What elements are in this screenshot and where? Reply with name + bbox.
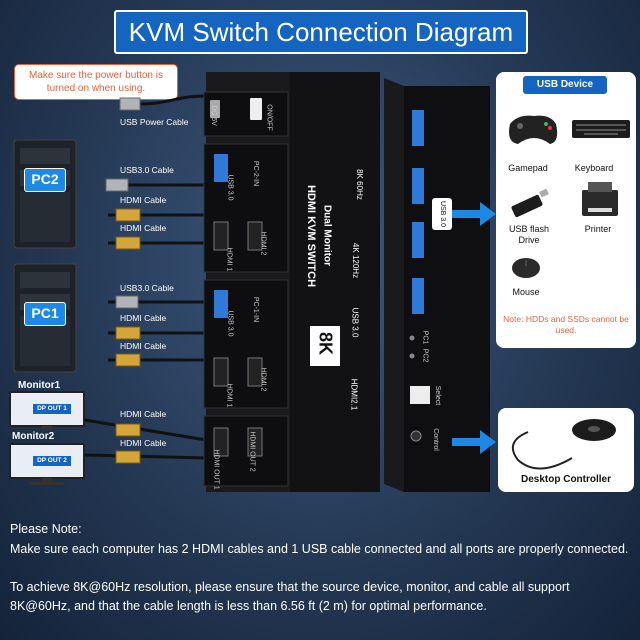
monitor2-hdmi-cable <box>84 450 207 464</box>
hdmi-out2-label: HDMI OUT 2 <box>248 431 256 472</box>
kvm-back <box>384 78 490 492</box>
spec-usb: USB 3.0 <box>350 307 360 338</box>
spec-4k: 4K 120Hz <box>351 242 361 279</box>
pc1-hdmi1-cable-label: HDMI Cable <box>120 313 167 323</box>
pc2-hdmi1-cable <box>108 208 206 222</box>
usb-flash-drive-icon <box>511 188 549 218</box>
keyboard-label: Keyboard <box>574 163 614 173</box>
monitor1-port-badge: DP OUT 1 <box>33 404 71 414</box>
desktop-controller-icon <box>511 419 616 470</box>
page-title: KVM Switch Connection Diagram <box>114 10 528 54</box>
pc2-led-label: PC2 <box>421 348 429 363</box>
pc2-tower <box>13 139 77 249</box>
dc-label: DC 5V <box>209 105 217 126</box>
pc2-hdmi1-port-label: HDMI 1 <box>225 247 233 272</box>
printer-icon <box>582 182 618 216</box>
usb-device-header: USB Device <box>523 76 607 94</box>
monitor2-label: Monitor2 <box>12 431 55 442</box>
arrow-to-controller <box>452 430 496 454</box>
pc1-led-label: PC1 <box>421 330 429 345</box>
usb-device-icons <box>509 115 630 278</box>
pc2-badge: PC2 <box>24 168 66 192</box>
mouse-label: Mouse <box>512 287 540 297</box>
mouse-icon <box>512 258 540 278</box>
controller-panel <box>498 408 634 492</box>
monitor2-hdmi-cable-label: HDMI Cable <box>120 438 167 448</box>
monitor1-hdmi-cable <box>84 418 207 442</box>
control-label: Control <box>431 428 439 451</box>
gamepad-icon <box>509 115 558 144</box>
hdmi-out1-label: HDMI OUT 1 <box>212 449 220 490</box>
pc2-usb-cable <box>105 178 206 192</box>
8k-badge: 8K <box>315 331 336 355</box>
keyboard-icon <box>572 120 630 138</box>
pc2-hdmi2-port-label: HDMI 2 <box>259 231 267 256</box>
note-line2: To achieve 8K@60Hz resolution, please en… <box>10 580 570 613</box>
brand-line1: HDMI KVM SWITCH <box>305 184 317 288</box>
monitor1-hdmi-cable-label: HDMI Cable <box>120 409 167 419</box>
pc1-usb-cable <box>108 295 206 309</box>
brand-line2: Dual Monitor <box>321 204 333 267</box>
pc2-hdmi2-cable <box>108 236 206 250</box>
power-warning: Make sure the power button is turned on … <box>14 64 178 100</box>
usb-power-cable-label: USB Power Cable <box>120 117 189 127</box>
monitor2-port-badge: DP OUT 2 <box>33 456 71 466</box>
pc1-hdmi2-cable-label: HDMI Cable <box>120 341 167 351</box>
pc1-hdmi1-cable <box>108 326 206 340</box>
pc1-usb-cable-label: USB3.0 Cable <box>120 283 174 293</box>
usb-power-cable <box>119 94 207 111</box>
pc2-in-label: PC-2-IN <box>252 160 260 187</box>
desktop-controller-label: Desktop Controller <box>520 474 611 485</box>
pc2-hdmi2-cable-label: HDMI Cable <box>120 223 167 233</box>
onoff-label: ON/OFF <box>265 104 273 131</box>
pc1-badge: PC1 <box>24 302 66 326</box>
monitor1-label: Monitor1 <box>18 380 61 391</box>
note-heading: Please Note: <box>10 522 82 536</box>
usb-flash-drive-label: USB flash Drive <box>508 224 550 245</box>
pc1-in-label: PC-1-IN <box>252 296 260 323</box>
pc1-hdmi2-port-label: HDMI 2 <box>259 367 267 392</box>
spec-8k: 8K 60Hz <box>354 169 364 200</box>
pc1-hdmi2-cable <box>108 353 206 367</box>
pc2-usb-cable-label: USB3.0 Cable <box>120 165 174 175</box>
arrow-to-usb-devices <box>452 202 496 226</box>
pc1-usb-port-label: USB 3.0 <box>226 310 234 337</box>
hdd-note: Note: HDDs and SSDs cannot be used. <box>503 314 629 335</box>
back-usb-label: USB 3.0 <box>432 198 452 230</box>
select-label: Select <box>434 385 442 406</box>
pc2-hdmi1-cable-label: HDMI Cable <box>120 195 167 205</box>
printer-label: Printer <box>584 224 612 234</box>
note-line1: Make sure each computer has 2 HDMI cable… <box>10 542 629 556</box>
pc2-usb-port-label: USB 3.0 <box>226 174 234 201</box>
spec-hdmi: HDMI2.1 <box>349 378 359 411</box>
kvm-front <box>203 72 380 492</box>
pc1-hdmi1-port-label: HDMI 1 <box>225 383 233 408</box>
gamepad-label: Gamepad <box>508 163 548 173</box>
